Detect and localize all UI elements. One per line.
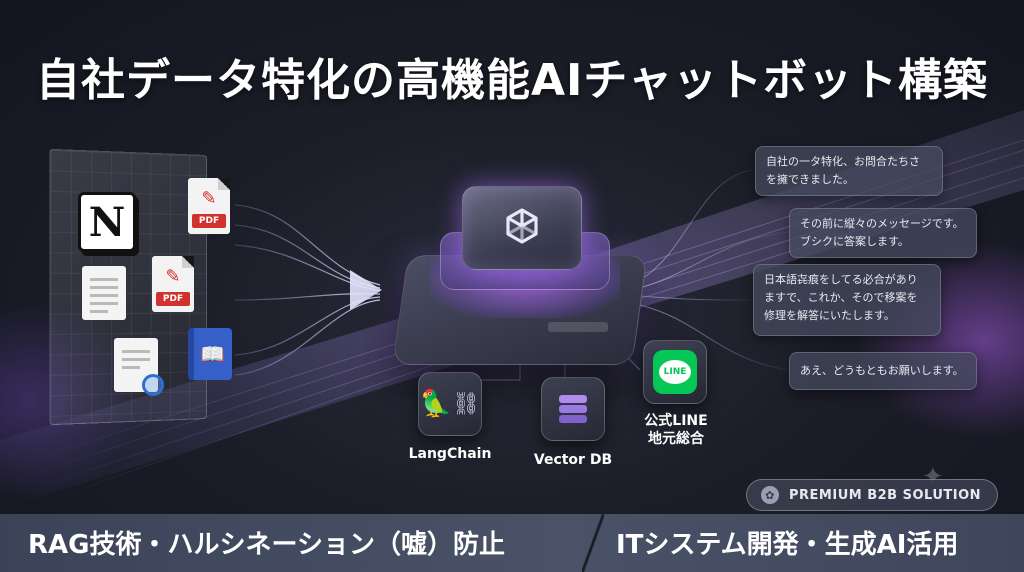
chat-text: を擁できました。 <box>766 173 854 186</box>
openai-chip-icon <box>462 186 582 270</box>
chat-text: 修理を解答にいたします。 <box>764 309 895 322</box>
magnifier-icon <box>142 374 164 396</box>
medal-icon: ✿ <box>761 486 779 504</box>
notebook-icon: 📖 <box>188 328 232 380</box>
line-app-icon: LINE <box>643 340 707 404</box>
pdf-file-icon: ✎ PDF <box>152 256 194 312</box>
openai-logo-icon <box>506 208 538 244</box>
chat-text: ブシクに答案します。 <box>800 235 909 248</box>
vector-db-icon <box>541 377 605 441</box>
chat-bubble: その前に縦々のメッセージです。 ブシクに答案します。 <box>789 208 977 258</box>
chat-text: その前に縦々のメッセージです。 <box>800 217 964 230</box>
notion-letter: N <box>88 198 126 246</box>
chat-text: ますで、これか、そので移案を <box>764 291 918 304</box>
pdf-label: PDF <box>192 214 226 228</box>
chat-text: 自社の一タ特化、お問合たちさ <box>766 155 920 168</box>
line-label-2: 地元総合 <box>648 431 704 447</box>
chip-port <box>548 322 608 332</box>
line-label-1: 公式LINE <box>644 413 708 429</box>
chat-bubble: 日本語㐂痕をしてる必合があり ますで、これか、そので移案を 修理を解答にいたしま… <box>753 264 941 336</box>
bottom-divider <box>582 514 604 572</box>
langchain-label: LangChain <box>408 446 492 462</box>
feature-it-dev: ITシステム開発・生成AI活用 <box>616 530 959 560</box>
bottom-strip <box>0 514 1024 572</box>
flow-arrow-icon <box>350 270 382 310</box>
premium-badge-text: PREMIUM B2B SOLUTION <box>789 487 982 503</box>
chat-bubble: 自社の一タ特化、お問合たちさ を擁できました。 <box>755 146 943 196</box>
vector-db-label: Vector DB <box>533 452 613 468</box>
line-icon-text: LINE <box>659 360 691 384</box>
notion-icon: N <box>78 192 136 252</box>
chat-text: 日本語㐂痕をしてる必合があり <box>764 273 918 286</box>
line-label: 公式LINE 地元総合 <box>616 412 736 448</box>
langchain-icon: 🦜⛓ <box>418 372 482 436</box>
premium-badge: ✿ PREMIUM B2B SOLUTION <box>746 479 998 511</box>
chat-text: あえ、どうもともお願いします。 <box>800 364 964 377</box>
chat-bubble: あえ、どうもともお願いします。 <box>789 352 977 390</box>
page-title: 自社データ特化の高機能AIチャットボット構築 <box>36 55 988 106</box>
feature-rag: RAG技術・ハルシネーション（嘘）防止 <box>28 530 505 560</box>
pdf-label: PDF <box>156 292 190 306</box>
search-document-icon <box>114 338 164 396</box>
pdf-file-icon: ✎ PDF <box>188 178 230 234</box>
text-document-icon <box>82 266 126 320</box>
